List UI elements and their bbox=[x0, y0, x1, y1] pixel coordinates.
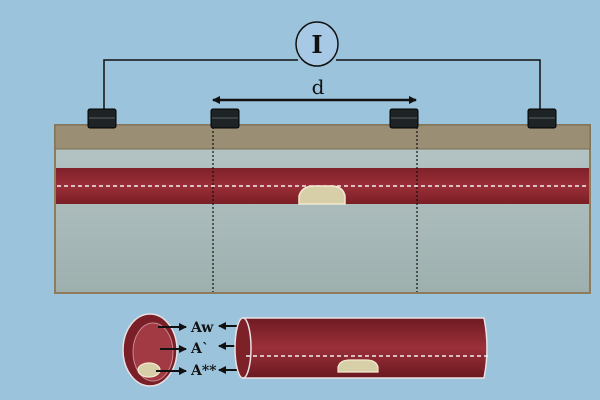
plaque-area-label: A** bbox=[190, 363, 217, 379]
distance-indicator: d bbox=[212, 75, 417, 104]
current-meter bbox=[295, 21, 339, 67]
tissue-section bbox=[54, 124, 591, 294]
vessel-tube bbox=[234, 317, 488, 379]
plaque-deposit bbox=[298, 185, 346, 205]
wall-area-label: Aw bbox=[190, 320, 214, 336]
electrodes bbox=[87, 108, 557, 129]
tube-plaque bbox=[337, 359, 379, 373]
area-arrows-left bbox=[156, 323, 187, 375]
area-labels: Aw A` A** bbox=[190, 320, 217, 379]
right-lead-wire bbox=[336, 59, 541, 113]
skin-layer bbox=[54, 124, 591, 150]
meter-circuit: I bbox=[103, 21, 541, 113]
distance-label: d bbox=[312, 75, 325, 99]
left-lead-wire bbox=[103, 59, 298, 113]
vessel-cross-section bbox=[122, 313, 178, 387]
current-meter-label: I bbox=[311, 30, 322, 59]
lumen-area-label: A` bbox=[190, 341, 209, 357]
tissue-body bbox=[54, 124, 591, 294]
tube-front-end bbox=[234, 317, 252, 379]
tube-body bbox=[242, 317, 488, 379]
